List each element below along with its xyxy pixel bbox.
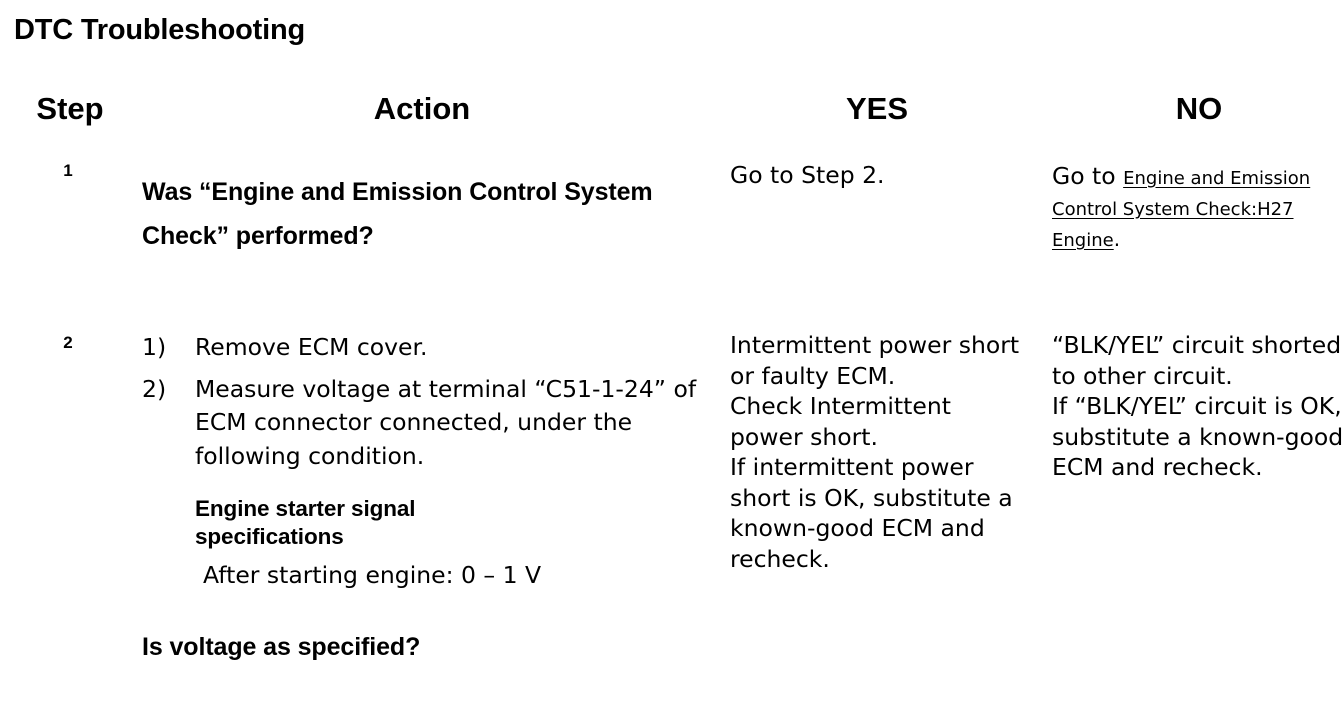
step-2-numbered-list: 1) Remove ECM cover. 2) Measure voltage at… <box>142 331 702 473</box>
list-item-text: Remove ECM cover. <box>195 333 428 361</box>
column-header-no: NO <box>1175 91 1223 126</box>
list-item: 2) Measure voltage at terminal “C51-1-24”… <box>142 373 702 474</box>
step-1-no-tail-period: . <box>1113 227 1121 251</box>
step-1-no-lead-text: Go to <box>1052 162 1124 190</box>
list-item: 1) Remove ECM cover. <box>142 331 702 365</box>
step-2-no-text: “BLK/YEL” circuit shorted to other circu… <box>1052 331 1344 481</box>
column-header-yes: YES <box>845 91 909 126</box>
engine-starter-signal-specifications-value: After starting engine: 0 – 1 V <box>203 561 542 589</box>
list-item-marker: 1) <box>142 333 167 361</box>
step-number: 1 <box>63 161 73 180</box>
column-header-action: Action <box>373 91 471 126</box>
step-number: 2 <box>63 333 73 352</box>
step-2-action-cell: 1) Remove ECM cover. 2) Measure voltage at… <box>142 331 702 591</box>
step-2-question-text: Is voltage as specified? <box>142 633 421 661</box>
step-2-yes-text: Intermittent power short or faulty ECM. … <box>730 331 1020 573</box>
page-title: DTC Troubleshooting <box>14 14 306 46</box>
step-1-no-cell: Go to Engine and Emission Control System… <box>1052 161 1344 255</box>
list-item-text: Measure voltage at terminal “C51-1-24” o… <box>195 374 697 470</box>
engine-starter-signal-specifications-heading: Engine starter signal specifications <box>195 496 416 549</box>
step-1-action-text: Was “Engine and Emission Control System … <box>142 178 653 250</box>
column-header-step: Step <box>36 91 104 126</box>
list-item-marker: 2) <box>142 374 167 403</box>
step-1-yes-text: Go to Step 2. <box>730 161 885 189</box>
engine-emission-control-system-check-link[interactable]: Engine and Emission Control System Check… <box>1052 168 1311 251</box>
